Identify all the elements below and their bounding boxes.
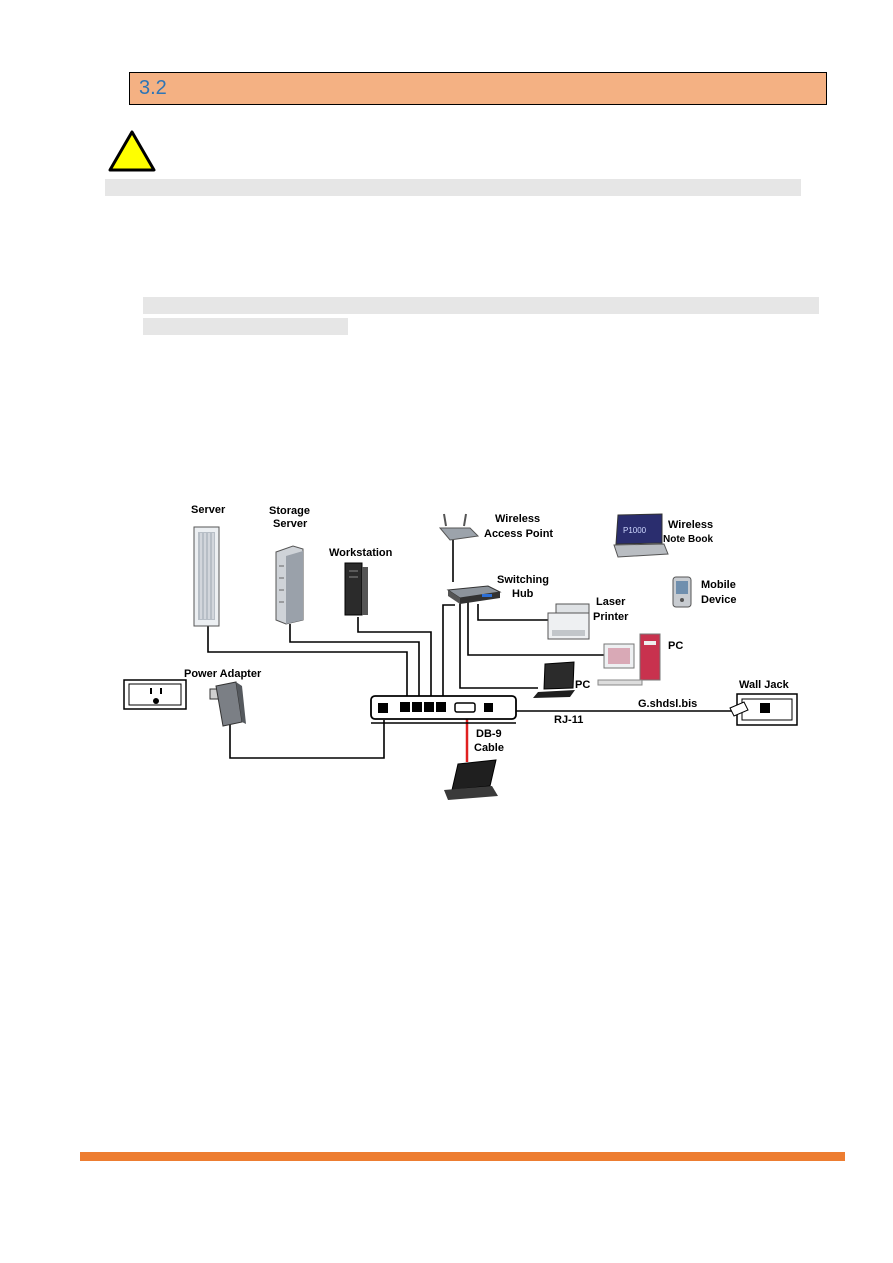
power-adapter-icon <box>209 681 246 727</box>
label-rj11: RJ-11 <box>554 714 583 726</box>
label-storage-line2: Server <box>273 518 308 530</box>
redacted-text-line <box>143 297 819 314</box>
label-notebook-line2: Note Book <box>663 534 713 545</box>
power-outlet-icon <box>123 679 187 710</box>
notebook-screen-text: P1000 <box>623 526 647 535</box>
label-server: Server <box>191 504 226 516</box>
label-pc-mid: PC <box>575 679 590 691</box>
console-laptop-icon <box>444 759 498 800</box>
label-workstation: Workstation <box>329 547 393 559</box>
pc-mid-icon <box>533 661 575 698</box>
label-wall-jack: Wall Jack <box>739 679 790 691</box>
label-notebook-line1: Wireless <box>668 519 713 531</box>
label-mobile-line2: Device <box>701 594 736 606</box>
label-db9-line1: DB-9 <box>476 728 502 740</box>
cable-lines <box>207 540 735 759</box>
redacted-text-line <box>105 179 801 196</box>
label-wap-line2: Access Point <box>484 528 553 540</box>
label-db9-line2: Cable <box>474 742 504 754</box>
label-storage-line1: Storage <box>269 505 310 517</box>
router-icon <box>370 695 517 724</box>
label-pc-right: PC <box>668 640 683 652</box>
label-laser-line2: Printer <box>593 611 629 623</box>
wireless-notebook-icon: P1000 <box>613 513 669 558</box>
network-connection-diagram: P1000 <box>123 504 798 800</box>
label-gshdsl: G.shdsl.bis <box>638 698 697 710</box>
section-heading-bar: 3.2 <box>129 72 827 105</box>
label-power-adapter: Power Adapter <box>184 668 262 680</box>
laser-printer-icon <box>547 603 590 640</box>
wireless-access-point-icon <box>438 513 480 541</box>
switching-hub-icon <box>446 585 502 604</box>
storage-server-icon <box>275 545 304 625</box>
label-wap-line1: Wireless <box>495 513 540 525</box>
workstation-icon <box>344 562 368 616</box>
warning-icon <box>108 130 156 172</box>
label-mobile-line1: Mobile <box>701 579 736 591</box>
mobile-device-icon <box>672 576 692 608</box>
server-icon <box>193 526 220 627</box>
pc-right-icon <box>597 633 661 686</box>
label-hub-line1: Switching <box>497 574 549 586</box>
wall-jack-icon <box>729 693 798 726</box>
section-number: 3.2 <box>139 77 167 99</box>
footer-bar <box>80 1152 845 1161</box>
label-hub-line2: Hub <box>512 588 534 600</box>
label-laser-line1: Laser <box>596 596 626 608</box>
redacted-text-line <box>143 318 348 335</box>
